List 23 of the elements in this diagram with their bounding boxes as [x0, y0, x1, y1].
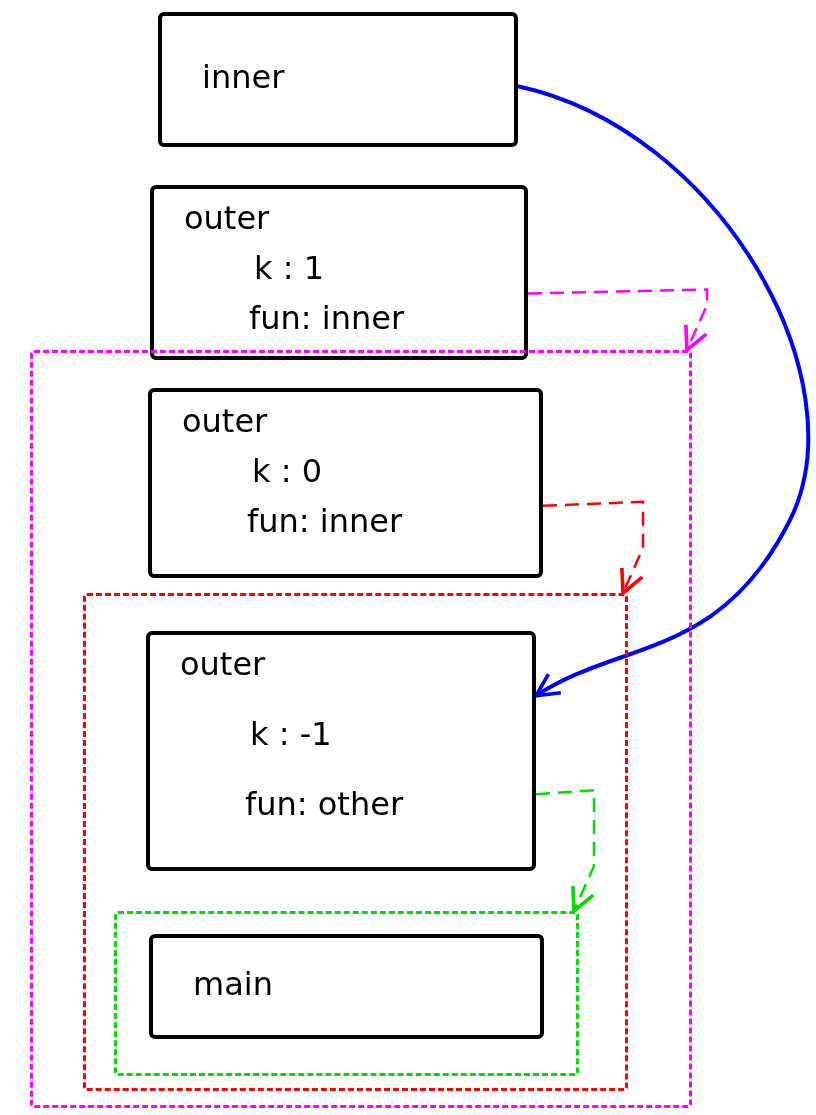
arrow — [527, 288, 709, 352]
variable-binding: k : 1 — [254, 251, 324, 287]
stack-frame-box — [148, 388, 543, 578]
arrow — [535, 788, 596, 913]
frame-name: outer — [184, 201, 270, 237]
variable-binding: k : -1 — [250, 717, 332, 753]
frame-box — [158, 12, 518, 147]
arrow — [517, 84, 810, 698]
frame-box — [149, 934, 544, 1039]
stack-frame-box — [146, 631, 536, 871]
variable-binding: fun: inner — [249, 301, 405, 337]
frame-name: outer — [182, 404, 268, 440]
variable-binding: fun: inner — [247, 504, 403, 540]
frame-name: outer — [180, 647, 266, 683]
scope-region — [30, 350, 692, 1108]
scope-region — [83, 593, 628, 1091]
scope-region — [114, 911, 579, 1076]
frame-name: inner — [202, 59, 285, 95]
variable-binding: fun: other — [245, 787, 404, 823]
variable-binding: k : 0 — [252, 454, 322, 490]
stack-frame-box — [150, 185, 528, 360]
arrow — [542, 500, 645, 595]
frame-name: main — [193, 966, 273, 1002]
